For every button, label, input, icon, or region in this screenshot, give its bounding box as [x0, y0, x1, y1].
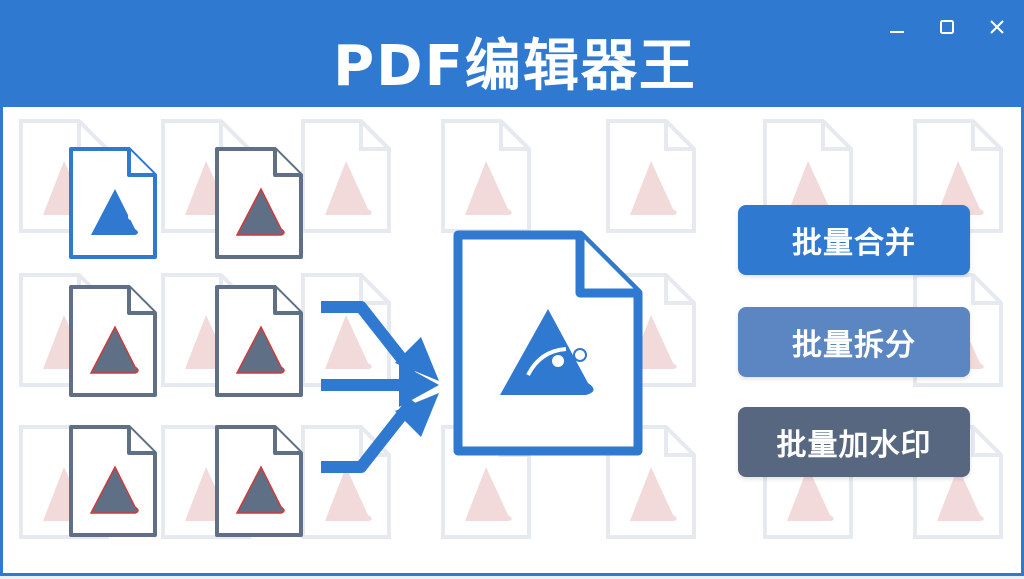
maximize-icon	[940, 20, 954, 34]
close-icon	[990, 20, 1004, 34]
app-title: PDF编辑器王	[333, 34, 697, 99]
maximize-button[interactable]	[933, 15, 961, 39]
minimize-icon	[890, 31, 904, 33]
merge-arrows	[321, 301, 439, 473]
arrow-right-icon	[395, 337, 439, 381]
arrow-right-icon	[395, 393, 439, 437]
image-file-icon	[215, 147, 303, 259]
window-controls	[883, 15, 1011, 39]
image-file-icon	[215, 285, 303, 397]
arrow-right-icon	[399, 363, 439, 407]
arrow-right-icon	[321, 301, 418, 377]
image-file-icon	[69, 425, 157, 537]
minimize-button[interactable]	[883, 15, 911, 39]
workspace: 批量合并 批量拆分 批量加水印	[3, 107, 1024, 579]
batch-watermark-button[interactable]: 批量加水印	[738, 407, 970, 477]
close-button[interactable]	[983, 15, 1011, 39]
image-file-icon	[69, 147, 157, 259]
merged-image-file-icon	[453, 230, 643, 456]
image-file-icon	[215, 425, 303, 537]
batch-split-button[interactable]: 批量拆分	[738, 307, 970, 377]
title-bar: PDF编辑器王	[3, 3, 1024, 107]
arrow-right-icon	[321, 397, 418, 473]
image-file-icon	[69, 285, 157, 397]
batch-merge-button[interactable]: 批量合并	[738, 205, 970, 275]
